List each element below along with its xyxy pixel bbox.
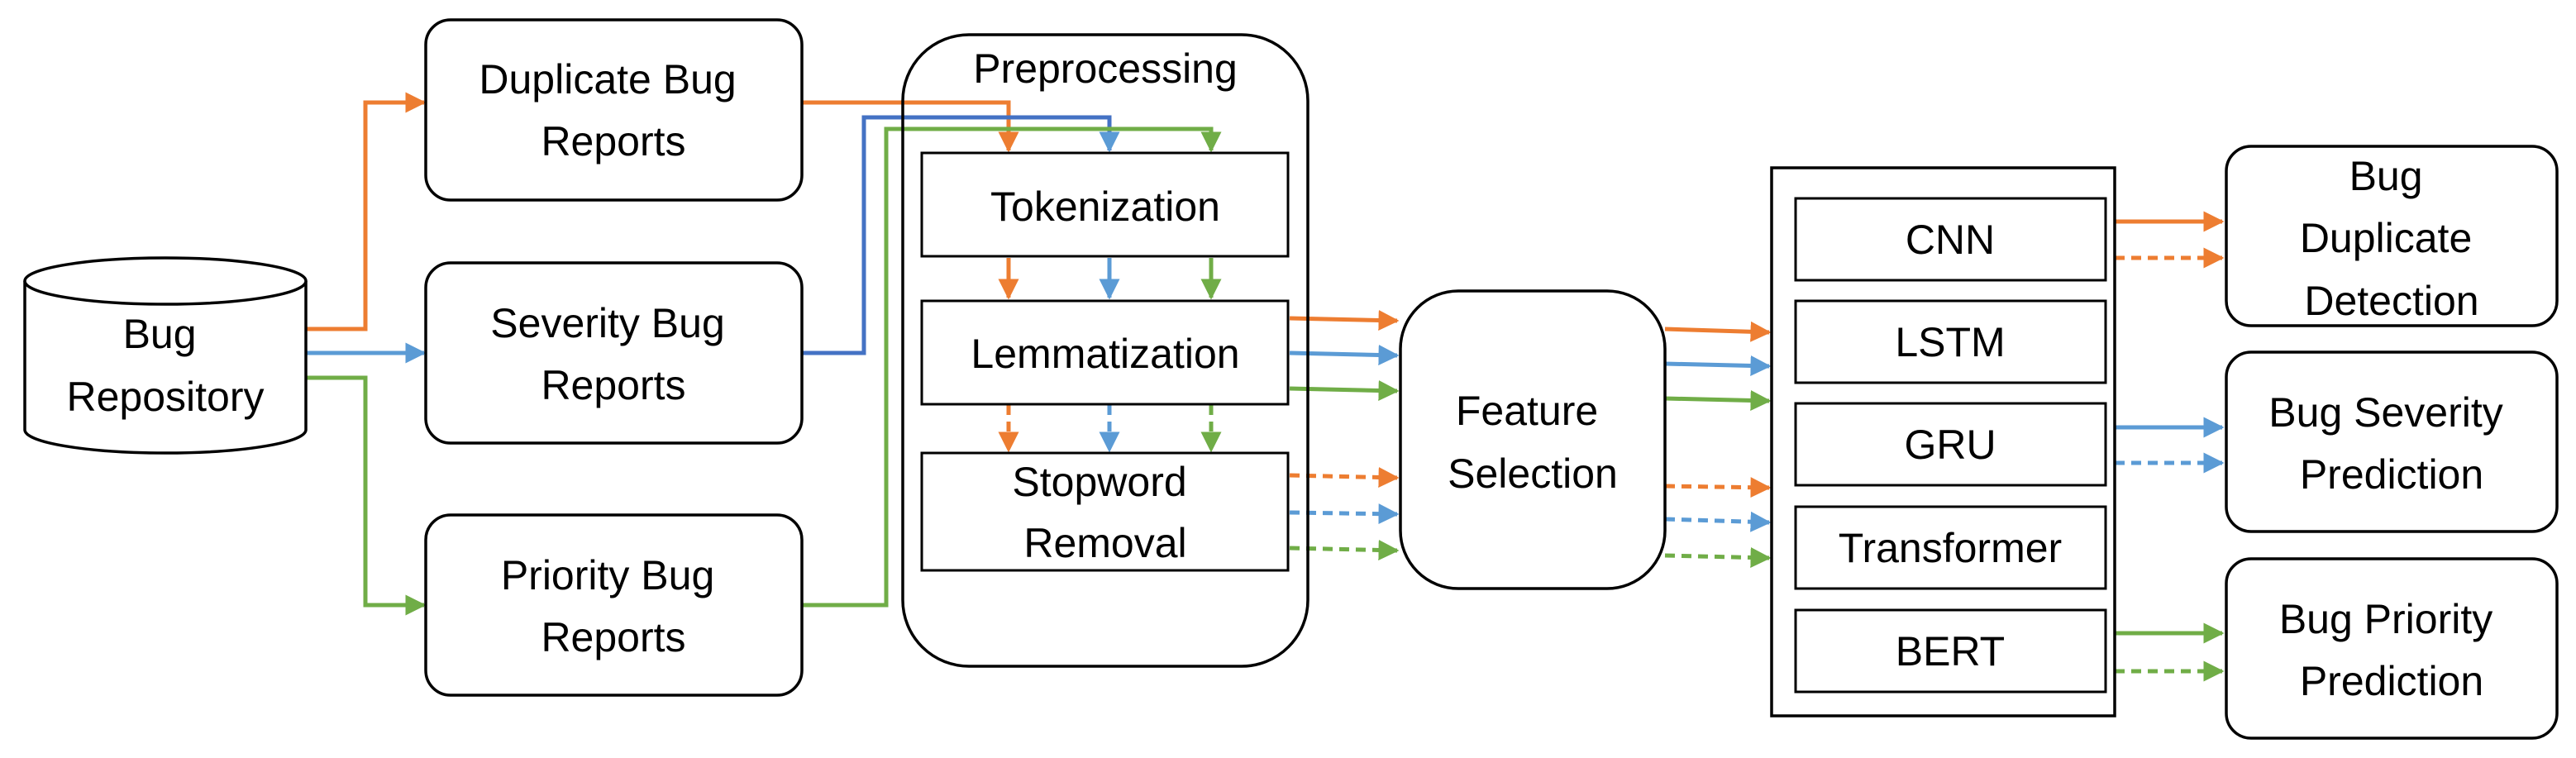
cylinder-top (23, 256, 308, 306)
svg-text:Feature Selection: Feature Selection (1448, 388, 1618, 497)
preprocessing-group: Preprocessing Tokenization Lemmatization… (901, 33, 1309, 668)
connectors (306, 92, 2225, 682)
duplicate-detection-line-3: Detection (2304, 278, 2478, 324)
arrow-fs-to-models-orange (1664, 321, 1772, 342)
cylinder-body (23, 281, 308, 455)
duplicate-detection-line-2: Duplicate (2300, 215, 2472, 261)
feature-selection-line-2: Selection (1448, 451, 1618, 497)
duplicate-detection-line-1: Bug (2349, 153, 2423, 199)
arrow-repo-to-duplicate (306, 92, 427, 331)
arrow-lem-to-fs-green (1289, 379, 1400, 401)
svg-text:Stopword Removal: Stopword Removal (1012, 459, 1198, 566)
svg-text:Bug Severity Prediction: Bug Severity Prediction (2268, 389, 2514, 498)
arrow-fs-to-models-blue-dashed (1664, 511, 1772, 532)
tokenization-label: Tokenization (990, 184, 1220, 230)
preprocessing-container (901, 33, 1309, 668)
model-cnn: CNN (1906, 217, 1995, 263)
arrow-fs-to-models-blue (1664, 355, 1772, 376)
svg-text:Severity Bug Reports: Severity Bug Reports (490, 300, 736, 408)
model-lstm: LSTM (1895, 319, 2005, 365)
model-transformer: Transformer (1839, 525, 2062, 571)
models-group: CNN LSTM GRU Transformer BERT (1770, 166, 2116, 717)
svg-text:Bug Priority Prediction: Bug Priority Prediction (2279, 596, 2504, 704)
svg-text:Bug Repository: Bug Repository (67, 311, 265, 420)
duplicate-reports-node: Duplicate Bug Reports (424, 18, 804, 202)
preprocessing-title: Preprocessing (973, 45, 1238, 92)
arrow-stop-to-fs-orange (1289, 466, 1400, 488)
arrow-fs-to-models-orange-dashed (1664, 477, 1772, 498)
repository-line-2: Repository (67, 374, 265, 420)
feature-selection-node: Feature Selection (1399, 289, 1667, 590)
arrow-lem-to-fs-orange (1289, 309, 1400, 331)
severity-prediction-output: Bug Severity Prediction (2225, 350, 2559, 533)
duplicate-reports-line-1: Duplicate Bug (479, 56, 736, 102)
severity-prediction-line-2: Prediction (2300, 451, 2483, 498)
arrow-stop-to-fs-green (1289, 539, 1400, 560)
arrow-fs-to-models-green (1664, 389, 1772, 411)
arrow-priority-to-tokenization (802, 126, 1222, 608)
svg-text:Priority Bug Reports: Priority Bug Reports (501, 552, 726, 660)
severity-reports-line-1: Severity Bug (490, 300, 724, 346)
stopword-line-1: Stopword (1012, 459, 1186, 505)
priority-reports-node: Priority Bug Reports (424, 513, 804, 697)
duplicate-reports-line-2: Reports (541, 118, 685, 164)
arrow-repo-to-priority (306, 375, 427, 616)
arrow-stop-to-fs-blue (1289, 503, 1400, 525)
priority-reports-line-2: Reports (541, 614, 685, 660)
priority-prediction-line-1: Bug Priority (2279, 596, 2493, 642)
lemmatization-label: Lemmatization (971, 331, 1239, 377)
arrow-lem-to-fs-blue (1289, 344, 1400, 365)
priority-reports-line-1: Priority Bug (501, 552, 714, 598)
repository-line-1: Bug (123, 311, 197, 357)
arrow-fs-to-models-green-dashed (1664, 546, 1772, 568)
priority-prediction-line-2: Prediction (2300, 658, 2483, 704)
duplicate-detection-output: Bug Duplicate Detection (2225, 145, 2559, 327)
arrow-duplicate-to-tokenization (802, 100, 1019, 153)
severity-reports-line-2: Reports (541, 362, 685, 408)
bug-repository-node: Bug Repository (23, 256, 308, 455)
stopword-line-2: Removal (1023, 520, 1186, 566)
severity-reports-node: Severity Bug Reports (424, 261, 804, 445)
svg-text:Duplicate Bug Reports: Duplicate Bug Reports (479, 56, 747, 164)
priority-prediction-output: Bug Priority Prediction (2225, 557, 2559, 740)
feature-selection-line-1: Feature (1456, 388, 1598, 434)
severity-prediction-line-1: Bug Severity (2268, 389, 2502, 436)
svg-text:Bug Duplicate Dete: Bug Duplicate Detection (2300, 153, 2483, 324)
model-gru: GRU (1904, 422, 1996, 468)
model-bert: BERT (1896, 628, 2005, 675)
